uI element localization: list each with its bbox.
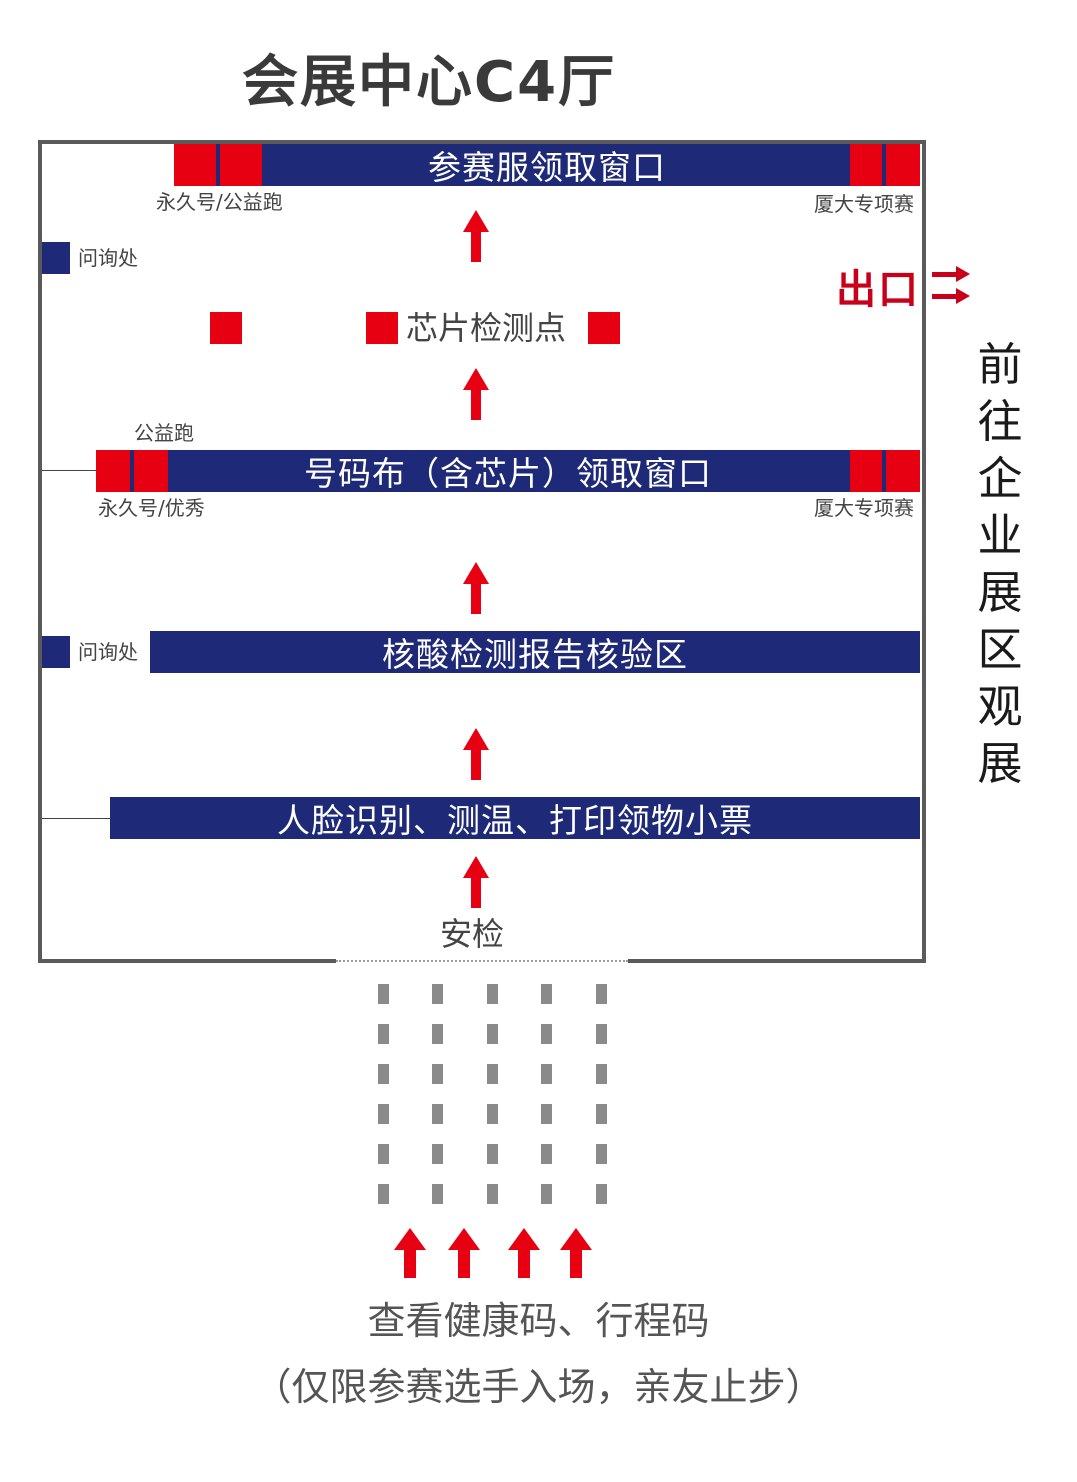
queue-lane-dash <box>487 984 498 1004</box>
queue-lane-dash <box>378 1064 389 1084</box>
face-recognition-label: 人脸识别、测温、打印领物小票 <box>277 802 753 839</box>
queue-lane-dash <box>378 1144 389 1164</box>
queue-lane-dash <box>596 1024 607 1044</box>
queue-lane-dash <box>541 1024 552 1044</box>
queue-lane-dash <box>541 1184 552 1204</box>
exit-label: 出口 <box>836 267 920 313</box>
red-block <box>174 144 216 186</box>
queue-lane-dash <box>378 1184 389 1204</box>
hall-wall-bottom-right <box>628 959 926 963</box>
jersey-right-label: 厦大专项赛 <box>814 192 914 216</box>
queue-lane-dash <box>541 1144 552 1164</box>
queue-lane-dash <box>487 1024 498 1044</box>
bib-window-label: 号码布（含芯片）领取窗口 <box>304 455 712 492</box>
hall-wall-bottom-left <box>38 959 336 963</box>
queue-lane-dash <box>487 1184 498 1204</box>
face-recognition-zone: 人脸识别、测温、打印领物小票 <box>110 797 920 839</box>
info-desk-label: 问询处 <box>78 640 138 664</box>
queue-lane-dash <box>487 1064 498 1084</box>
queue-lane-dash <box>432 1104 443 1124</box>
nucleic-check-zone: 核酸检测报告核验区 <box>150 631 920 673</box>
double-right-arrow-icon <box>932 266 970 304</box>
bib-window: 号码布（含芯片）领取窗口 <box>96 450 920 492</box>
hall-outline <box>38 140 926 963</box>
queue-lane-dash <box>596 1184 607 1204</box>
queue-lane-dash <box>432 984 443 1004</box>
chip-check-point <box>588 312 620 344</box>
up-arrow-icon <box>448 1228 480 1278</box>
page-title: 会展中心C4厅 <box>242 50 617 115</box>
queue-lane-dash <box>487 1144 498 1164</box>
red-block <box>886 144 920 186</box>
red-block <box>850 144 882 186</box>
chip-check-label: 芯片检测点 <box>406 309 567 347</box>
queue-lane-dash <box>487 1104 498 1124</box>
info-desk-marker <box>42 636 70 668</box>
health-code-instruction: 查看健康码、行程码 <box>367 1299 710 1343</box>
red-block <box>220 144 262 186</box>
queue-lane-dash <box>541 1064 552 1084</box>
red-block <box>850 450 882 492</box>
up-arrow-icon <box>463 210 489 262</box>
up-arrow-icon <box>394 1228 426 1278</box>
jersey-window: 参赛服领取窗口 <box>174 144 920 186</box>
entrance-dotted-line <box>336 960 628 962</box>
chip-check-point <box>366 312 398 344</box>
info-desk-label: 问询处 <box>78 246 138 270</box>
queue-lane-dash <box>378 1024 389 1044</box>
queue-lane-dash <box>432 1024 443 1044</box>
up-arrow-icon <box>463 368 489 420</box>
chip-check-point <box>210 312 242 344</box>
up-arrow-icon <box>560 1228 592 1278</box>
up-arrow-icon <box>463 856 489 908</box>
bib-left-label: 永久号/优秀 <box>98 496 205 520</box>
up-arrow-icon <box>463 728 489 780</box>
queue-lane-dash <box>378 1104 389 1124</box>
entry-restriction-note: （仅限参赛选手入场，亲友止步） <box>253 1365 824 1409</box>
queue-lane-dash <box>541 1104 552 1124</box>
up-arrow-icon <box>508 1228 540 1278</box>
queue-lane-dash <box>541 984 552 1004</box>
red-block <box>96 450 130 492</box>
queue-lane-dash <box>378 984 389 1004</box>
nucleic-check-label: 核酸检测报告核验区 <box>382 636 688 673</box>
connector-line <box>42 470 96 471</box>
queue-lane-dash <box>596 1104 607 1124</box>
queue-lane-dash <box>596 1144 607 1164</box>
queue-lane-dash <box>596 984 607 1004</box>
queue-lane-dash <box>596 1064 607 1084</box>
connector-line <box>42 818 110 819</box>
red-block <box>134 450 168 492</box>
jersey-window-label: 参赛服领取窗口 <box>428 149 666 186</box>
side-direction-text: 前往企业展区观展 <box>977 338 1023 790</box>
queue-lane-dash <box>432 1064 443 1084</box>
queue-lane-dash <box>432 1144 443 1164</box>
red-block <box>886 450 920 492</box>
jersey-left-label: 永久号/公益跑 <box>156 190 283 214</box>
bib-left-top-label: 公益跑 <box>134 421 194 445</box>
up-arrow-icon <box>463 562 489 614</box>
security-label: 安检 <box>440 915 505 953</box>
bib-right-label: 厦大专项赛 <box>814 496 914 520</box>
info-desk-marker <box>42 242 70 274</box>
queue-lane-dash <box>432 1184 443 1204</box>
